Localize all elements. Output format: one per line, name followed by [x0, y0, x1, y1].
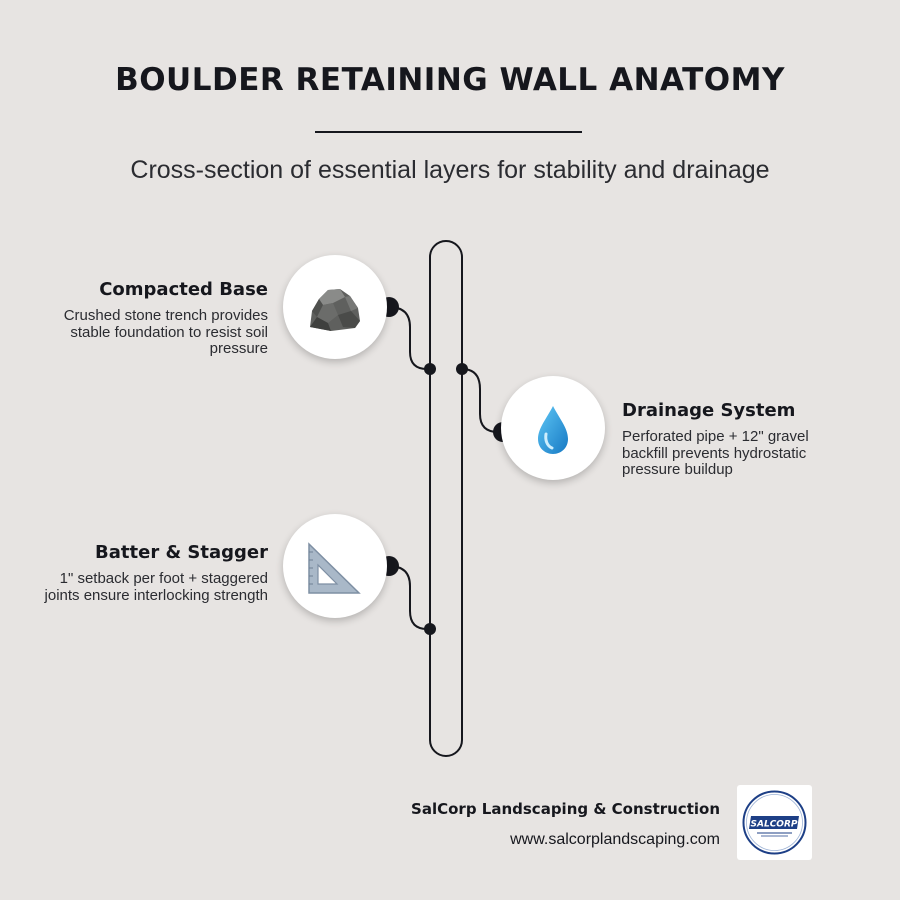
drainage-system-label: Drainage System Perforated pipe + 12" gr… [622, 400, 847, 479]
water-drop-icon [538, 406, 568, 454]
spine-node-drainage-system [456, 363, 468, 375]
spine-node-batter-stagger [424, 623, 436, 635]
drainage-system-icon-badge [501, 376, 605, 480]
drainage-system-description: Perforated pipe + 12" gravel backfill pr… [622, 428, 809, 478]
boulder-icon [310, 289, 360, 331]
compacted-base-heading: Compacted Base [99, 279, 268, 300]
page-subtitle: Cross-section of essential layers for st… [130, 156, 770, 184]
salcorp-logo-icon: SALCORP [742, 790, 807, 855]
batter-stagger-label: Batter & Stagger 1" setback per foot + s… [28, 542, 268, 604]
compacted-base-label: Compacted Base Crushed stone trench prov… [28, 279, 268, 358]
page-title: BOULDER RETAINING WALL ANATOMY [115, 62, 785, 98]
compacted-base-icon-badge [283, 255, 387, 359]
company-website[interactable]: www.salcorplandscaping.com [510, 831, 720, 848]
logo-wordmark: SALCORP [751, 820, 798, 830]
set-square-icon [308, 542, 361, 594]
drainage-system-heading: Drainage System [622, 400, 796, 421]
connector-batter-stagger [388, 565, 430, 630]
batter-stagger-heading: Batter & Stagger [95, 542, 268, 563]
batter-stagger-description: 1" setback per foot + staggered joints e… [44, 570, 268, 604]
company-logo: SALCORP [737, 785, 812, 860]
title-divider [315, 131, 582, 133]
central-spine [429, 240, 463, 757]
spine-node-compacted-base [424, 363, 436, 375]
compacted-base-description: Crushed stone trench provides stable fou… [63, 307, 268, 357]
connector-drainage-system [461, 368, 503, 433]
batter-stagger-icon-badge [283, 514, 387, 618]
company-name: SalCorp Landscaping & Construction [411, 800, 720, 818]
connector-compacted-base [388, 306, 430, 370]
